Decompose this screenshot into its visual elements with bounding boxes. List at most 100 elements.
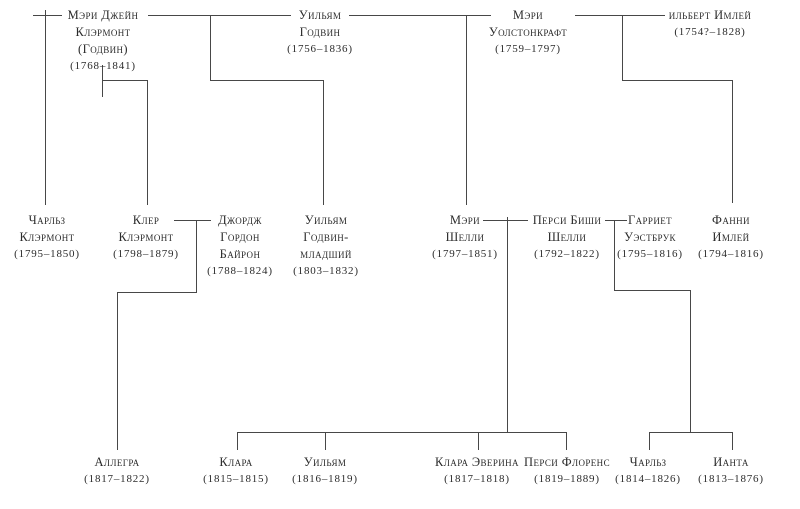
person-dates: (1795–1850) (14, 248, 80, 260)
person-name-line: Клэрмонт (118, 230, 174, 244)
person-william-godwin-jr: Уильям Годвин- младший (1803–1832) (293, 212, 359, 280)
person-dates: (1815–1815) (203, 473, 269, 485)
person-name-line: Аллегра (94, 455, 140, 469)
descent-drop-maryjane-godwin (210, 15, 211, 80)
person-gilbert-imlay: ильберт Имлей (1754?–1828) (669, 7, 752, 41)
person-name-line: Ианта (713, 455, 749, 469)
marriage-line-maryjane-godwin (148, 15, 291, 16)
descent-drop-percy-harriet (614, 220, 615, 290)
person-name-line: Уолстонкрафт (488, 25, 568, 39)
person-fanny-imlay: Фанни Имлей (1794–1816) (698, 212, 764, 263)
marriage-line-percy-harriet (605, 220, 627, 221)
person-name-line: Перси Биши (532, 213, 602, 227)
descent-branch-claire (102, 80, 147, 81)
person-dates: (1794–1816) (698, 248, 764, 260)
marriage-line-wollstonecraft-imlay (575, 15, 665, 16)
person-name-line: Клара (219, 455, 253, 469)
tick-percy-florence (566, 432, 567, 450)
person-charles: Чарльз (1814–1826) (615, 454, 681, 488)
person-dates: (1754?–1828) (674, 26, 746, 38)
marriage-line-godwin-wollstonecraft (349, 15, 491, 16)
person-dates: (1759–1797) (495, 43, 561, 55)
tick-clara (237, 432, 238, 450)
person-name-line: Перси Флоренс (524, 455, 610, 469)
person-name-line: Клэрмонт (19, 230, 75, 244)
marriage-line-maryshelley-percy (483, 220, 528, 221)
person-name-line: Мэри (449, 213, 481, 227)
descent-line-william-godwin-jr (323, 80, 324, 205)
person-allegra: Аллегра (1817–1822) (84, 454, 150, 488)
person-dates: (1795–1816) (617, 248, 683, 260)
person-william-child: Уильям (1816–1819) (292, 454, 358, 488)
person-name-line: Уильям (303, 455, 347, 469)
person-mary-jane-clairmont-godwin: Мэри Джейн Клэрмонт (Годвин) (1768–1841) (68, 7, 139, 75)
person-name-line: Клара Эверина (435, 455, 519, 469)
person-mary-shelley: Мэри Шелли (1797–1851) (432, 212, 498, 263)
person-name-line: Шелли (547, 230, 587, 244)
descent-stub-maryjane (102, 65, 103, 97)
person-dates: (1768–1841) (70, 60, 136, 72)
tick-ianthe (732, 432, 733, 450)
person-dates: (1798–1879) (113, 248, 179, 260)
person-name-line: Имлей (712, 230, 750, 244)
person-charles-clairmont: Чарльз Клэрмонт (1795–1850) (14, 212, 80, 263)
descent-branch-william-godwin-jr (210, 80, 323, 81)
person-name-line: Джордж (218, 213, 262, 227)
person-dates: (1803–1832) (293, 265, 359, 277)
person-name-line: Уильям (298, 8, 342, 22)
person-harriet-westbrook: Гарриет Уэстбрук (1795–1816) (617, 212, 683, 263)
person-name-line: Фанни (712, 213, 750, 227)
person-dates: (1814–1826) (615, 473, 681, 485)
person-dates: (1817–1818) (444, 473, 510, 485)
descent-line-mary-shelley (466, 15, 467, 205)
marriage-line-claire-byron (174, 220, 211, 221)
person-name-line: ильберт Имлей (668, 8, 752, 22)
sibling-line-shelley-children (237, 432, 566, 433)
person-name-line: Байрон (219, 247, 261, 261)
descent-branch-fanny-imlay (622, 80, 732, 81)
descent-line-claire-clairmont (147, 80, 148, 205)
person-name-line: Годвин- (303, 230, 349, 244)
person-dates: (1816–1819) (292, 473, 358, 485)
person-percy-florence: Перси Флоренс (1819–1889) (524, 454, 610, 488)
person-name-line: Уэстбрук (624, 230, 676, 244)
person-name-line: Чарльз (28, 213, 66, 227)
descent-line-percy-harriet-children (690, 290, 691, 432)
person-name-line: Шелли (445, 230, 485, 244)
person-clara-everina: Клара Эверина (1817–1818) (435, 454, 519, 488)
person-name-line: (Годвин) (78, 42, 128, 56)
person-dates: (1817–1822) (84, 473, 150, 485)
marriage-line-clairmont-first (33, 15, 62, 16)
descent-drop-maryshelley-percy (507, 217, 508, 432)
descent-drop-claire-byron (196, 220, 197, 292)
person-george-gordon-byron: Джордж Гордон Байрон (1788–1824) (207, 212, 273, 280)
person-mary-wollstonecraft: Мэри Уолстонкрафт (1759–1797) (489, 7, 567, 58)
person-name-line: Гордон (220, 230, 260, 244)
person-dates: (1819–1889) (534, 473, 600, 485)
descent-line-fanny-imlay (732, 80, 733, 203)
person-name-line: Гарриет (627, 213, 673, 227)
person-name-line: Годвин (299, 25, 341, 39)
tick-william-child (325, 432, 326, 450)
person-name-line: Мэри Джейн (67, 8, 139, 22)
person-name-line: Чарльз (629, 455, 667, 469)
person-dates: (1797–1851) (432, 248, 498, 260)
person-clara: Клара (1815–1815) (203, 454, 269, 488)
person-ianthe: Ианта (1813–1876) (698, 454, 764, 488)
descent-line-allegra (117, 292, 118, 450)
person-name-line: Уильям (304, 213, 348, 227)
person-name-line: младший (300, 247, 352, 261)
person-dates: (1813–1876) (698, 473, 764, 485)
descent-line-charles-clairmont (45, 10, 46, 205)
person-dates: (1788–1824) (207, 265, 273, 277)
person-claire-clairmont: Клер Клэрмонт (1798–1879) (113, 212, 179, 263)
tick-clara-everina (478, 432, 479, 450)
person-dates: (1792–1822) (534, 248, 600, 260)
person-name-line: Мэри (512, 8, 544, 22)
tick-charles (649, 432, 650, 450)
person-percy-bysshe-shelley: Перси Биши Шелли (1792–1822) (533, 212, 602, 263)
sibling-line-harriet-children (649, 432, 732, 433)
person-name-line: Клер (132, 213, 160, 227)
person-dates: (1756–1836) (287, 43, 353, 55)
